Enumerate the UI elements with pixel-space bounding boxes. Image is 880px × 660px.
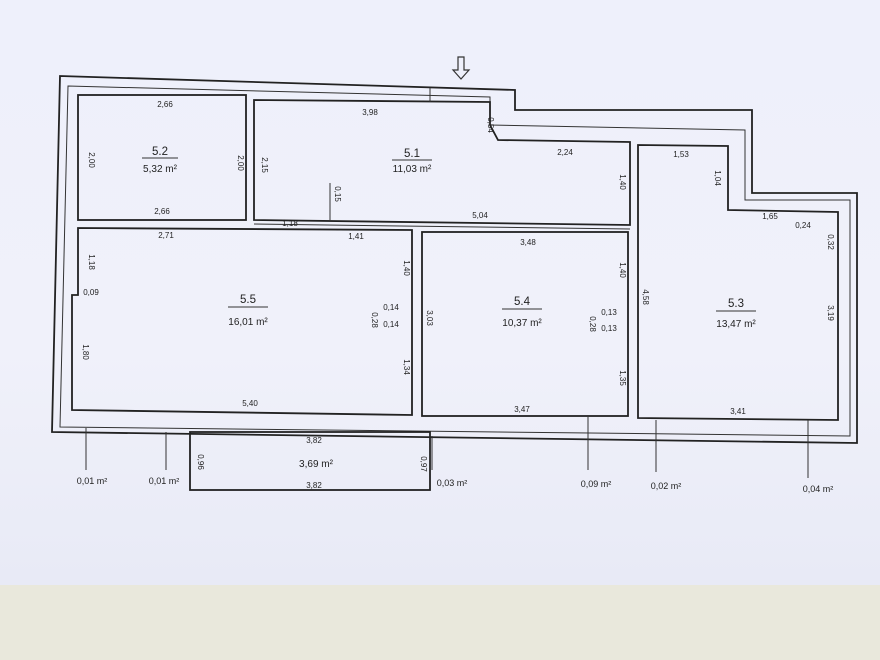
room-5-2-area: 5,32 m² (143, 164, 178, 175)
svg-text:0,24: 0,24 (795, 221, 811, 230)
svg-text:5,04: 5,04 (472, 211, 488, 220)
exterior-area-3: 0,03 m² (437, 478, 468, 488)
corridor-line (253, 223, 631, 230)
horizontal-dimensions: 2,66 2,66 3,98 2,24 1,18 5,04 2,71 1,41 … (83, 100, 811, 490)
balcony-area: 3,69 m² (299, 459, 334, 470)
svg-text:1,65: 1,65 (762, 212, 778, 221)
vertical-dimensions: 2,00 2,00 2,15 0,54 1,40 0,15 1,18 1,80 … (81, 117, 835, 472)
room-5-5-outline (71, 227, 413, 416)
room-5-2-number: 5.2 (152, 146, 168, 158)
svg-text:1,53: 1,53 (673, 150, 689, 159)
svg-text:0,28: 0,28 (370, 312, 379, 328)
room-5-3-number: 5.3 (728, 298, 744, 310)
outer-wall (51, 75, 858, 444)
svg-text:0,54: 0,54 (486, 117, 495, 133)
svg-text:2,24: 2,24 (557, 148, 573, 157)
svg-text:3,03: 3,03 (425, 310, 434, 326)
room-5-4-area: 10,37 m² (502, 318, 542, 329)
room-5-1-area: 11,03 m² (393, 164, 432, 175)
room-5-1-number: 5.1 (404, 148, 420, 160)
balcony-outline (189, 431, 431, 491)
svg-text:2,66: 2,66 (157, 100, 173, 109)
svg-text:2,00: 2,00 (87, 152, 96, 168)
exterior-area-5: 0,02 m² (651, 481, 682, 491)
svg-text:3,82: 3,82 (306, 481, 322, 490)
svg-text:0,13: 0,13 (601, 324, 617, 333)
room-5-4-outline (421, 231, 629, 417)
svg-text:1,40: 1,40 (618, 262, 627, 278)
exterior-area-4: 0,09 m² (581, 479, 612, 489)
svg-text:3,47: 3,47 (514, 405, 530, 414)
svg-text:2,66: 2,66 (154, 207, 170, 216)
svg-text:1,18: 1,18 (282, 219, 298, 228)
room-5-3-area: 13,47 m² (716, 319, 756, 330)
svg-text:0,14: 0,14 (383, 320, 399, 329)
svg-text:1,34: 1,34 (402, 359, 411, 375)
svg-text:2,15: 2,15 (260, 157, 269, 173)
svg-text:3,19: 3,19 (826, 305, 835, 321)
svg-text:3,82: 3,82 (306, 436, 322, 445)
svg-text:1,35: 1,35 (618, 370, 627, 386)
exterior-area-2: 0,01 m² (149, 476, 180, 486)
svg-text:3,98: 3,98 (362, 108, 378, 117)
svg-text:0,15: 0,15 (333, 186, 342, 202)
room-5-4-number: 5.4 (514, 296, 531, 308)
room-5-1-outline (253, 99, 631, 226)
svg-text:3,48: 3,48 (520, 238, 536, 247)
svg-text:0,28: 0,28 (588, 316, 597, 332)
svg-text:0,09: 0,09 (83, 288, 99, 297)
paper-sheet (0, 0, 880, 585)
svg-text:0,32: 0,32 (826, 234, 835, 250)
svg-text:2,00: 2,00 (236, 155, 245, 171)
svg-text:1,41: 1,41 (348, 232, 364, 241)
exterior-area-6: 0,04 m² (803, 484, 834, 494)
room-5-5-number: 5.5 (240, 294, 256, 306)
svg-text:1,18: 1,18 (87, 254, 96, 270)
svg-text:3,41: 3,41 (730, 407, 746, 416)
svg-text:5,40: 5,40 (242, 399, 258, 408)
exterior-leaders (85, 416, 809, 478)
svg-text:4,58: 4,58 (641, 289, 650, 305)
svg-text:1,40: 1,40 (618, 174, 627, 190)
room-5-5-area: 16,01 m² (228, 317, 268, 328)
svg-text:0,14: 0,14 (383, 303, 399, 312)
room-5-3-outline (637, 144, 839, 421)
svg-text:0,97: 0,97 (419, 456, 428, 472)
svg-text:1,80: 1,80 (81, 344, 90, 360)
inner-outline (59, 85, 851, 437)
room-5-2-outline (77, 94, 247, 221)
entrance-arrow-icon (451, 56, 471, 80)
svg-text:1,40: 1,40 (402, 260, 411, 276)
svg-text:0,13: 0,13 (601, 308, 617, 317)
exterior-area-1: 0,01 m² (77, 476, 108, 486)
svg-text:1,04: 1,04 (713, 170, 722, 186)
svg-text:2,71: 2,71 (158, 231, 174, 240)
svg-text:0,96: 0,96 (196, 454, 205, 470)
